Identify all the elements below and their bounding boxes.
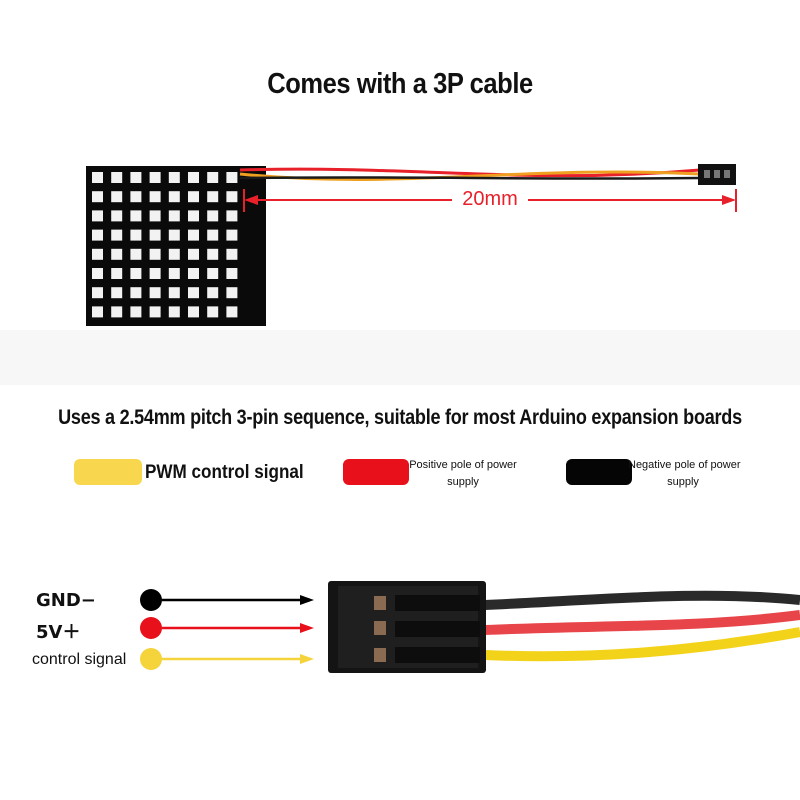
- led: [149, 287, 161, 299]
- gnd-dot: [140, 589, 162, 611]
- led: [130, 248, 142, 260]
- led: [92, 248, 103, 260]
- led: [92, 287, 103, 299]
- led: [168, 229, 180, 241]
- led: [188, 306, 199, 318]
- led: [92, 210, 103, 222]
- dimension-arrow-left-icon: [244, 195, 258, 205]
- vcc-dot: [140, 617, 162, 639]
- led: [168, 172, 180, 183]
- led: [226, 268, 238, 279]
- led: [111, 229, 123, 241]
- led: [226, 287, 238, 299]
- legend-swatch-pwm: [74, 459, 142, 485]
- led: [149, 268, 161, 279]
- led: [149, 172, 161, 183]
- led: [207, 287, 219, 299]
- led: [149, 191, 161, 203]
- wire-red: [484, 610, 800, 635]
- led: [188, 248, 199, 260]
- led: [207, 210, 219, 222]
- led: [92, 306, 103, 318]
- led: [111, 287, 123, 299]
- legend-positive-line1: Positive pole of power: [409, 459, 517, 471]
- led: [226, 191, 238, 203]
- led: [226, 172, 238, 183]
- led: [168, 248, 180, 260]
- led: [149, 248, 161, 260]
- led: [226, 210, 238, 222]
- led: [168, 268, 180, 279]
- dimension-label: 20mm: [462, 188, 518, 210]
- led: [149, 306, 161, 318]
- led: [130, 268, 142, 279]
- led: [207, 229, 219, 241]
- legend-positive-line2: supply: [447, 476, 479, 488]
- led: [130, 210, 142, 222]
- led: [207, 248, 219, 260]
- page-title: Comes with a 3P cable: [267, 68, 533, 100]
- led: [226, 306, 238, 318]
- led-matrix-board: [86, 166, 266, 326]
- led: [111, 268, 123, 279]
- cable-black-wire: [239, 176, 701, 180]
- led: [188, 268, 199, 279]
- cable-red-wire: [239, 167, 701, 178]
- legend-swatch-negative: [566, 459, 632, 485]
- pin-label-5v: 5V＋: [36, 622, 81, 643]
- led: [92, 268, 103, 279]
- led: [130, 306, 142, 318]
- pin-label-control-signal: control signal: [32, 651, 127, 668]
- legend-swatch-positive: [343, 459, 409, 485]
- led: [111, 248, 123, 260]
- led: [207, 172, 219, 183]
- legend-negative-line1: Negative pole of power: [628, 459, 741, 471]
- led-grid: [92, 172, 238, 318]
- led: [130, 191, 142, 203]
- legend-label-positive: Positive pole of power supply: [408, 457, 518, 491]
- led: [207, 306, 219, 318]
- legend-negative-line2: supply: [667, 476, 699, 488]
- led: [130, 229, 142, 241]
- led: [226, 229, 238, 241]
- led: [149, 229, 161, 241]
- led: [111, 191, 123, 203]
- led: [92, 191, 103, 203]
- led: [149, 210, 161, 222]
- pin-label-gnd: GND−: [36, 590, 96, 611]
- led: [188, 210, 199, 222]
- legend-label-pwm: PWM control signal: [145, 462, 304, 483]
- led: [188, 229, 199, 241]
- led: [207, 191, 219, 203]
- pitch-description: Uses a 2.54mm pitch 3-pin sequence, suit…: [58, 406, 742, 429]
- wire-yellow: [484, 627, 800, 662]
- led: [207, 268, 219, 279]
- led: [92, 172, 103, 183]
- led: [188, 287, 199, 299]
- led: [188, 191, 199, 203]
- led: [92, 229, 103, 241]
- led: [168, 210, 180, 222]
- led: [111, 210, 123, 222]
- led: [168, 287, 180, 299]
- led: [130, 287, 142, 299]
- led: [226, 248, 238, 260]
- led: [188, 172, 199, 183]
- legend-label-negative: Negative pole of power supply: [628, 457, 741, 491]
- led: [130, 172, 142, 183]
- led: [168, 191, 180, 203]
- signal-dot: [140, 648, 162, 670]
- wire-black: [484, 590, 800, 610]
- dimension-arrow-right-icon: [722, 195, 736, 205]
- led: [111, 306, 123, 318]
- led: [168, 306, 180, 318]
- led: [111, 172, 123, 183]
